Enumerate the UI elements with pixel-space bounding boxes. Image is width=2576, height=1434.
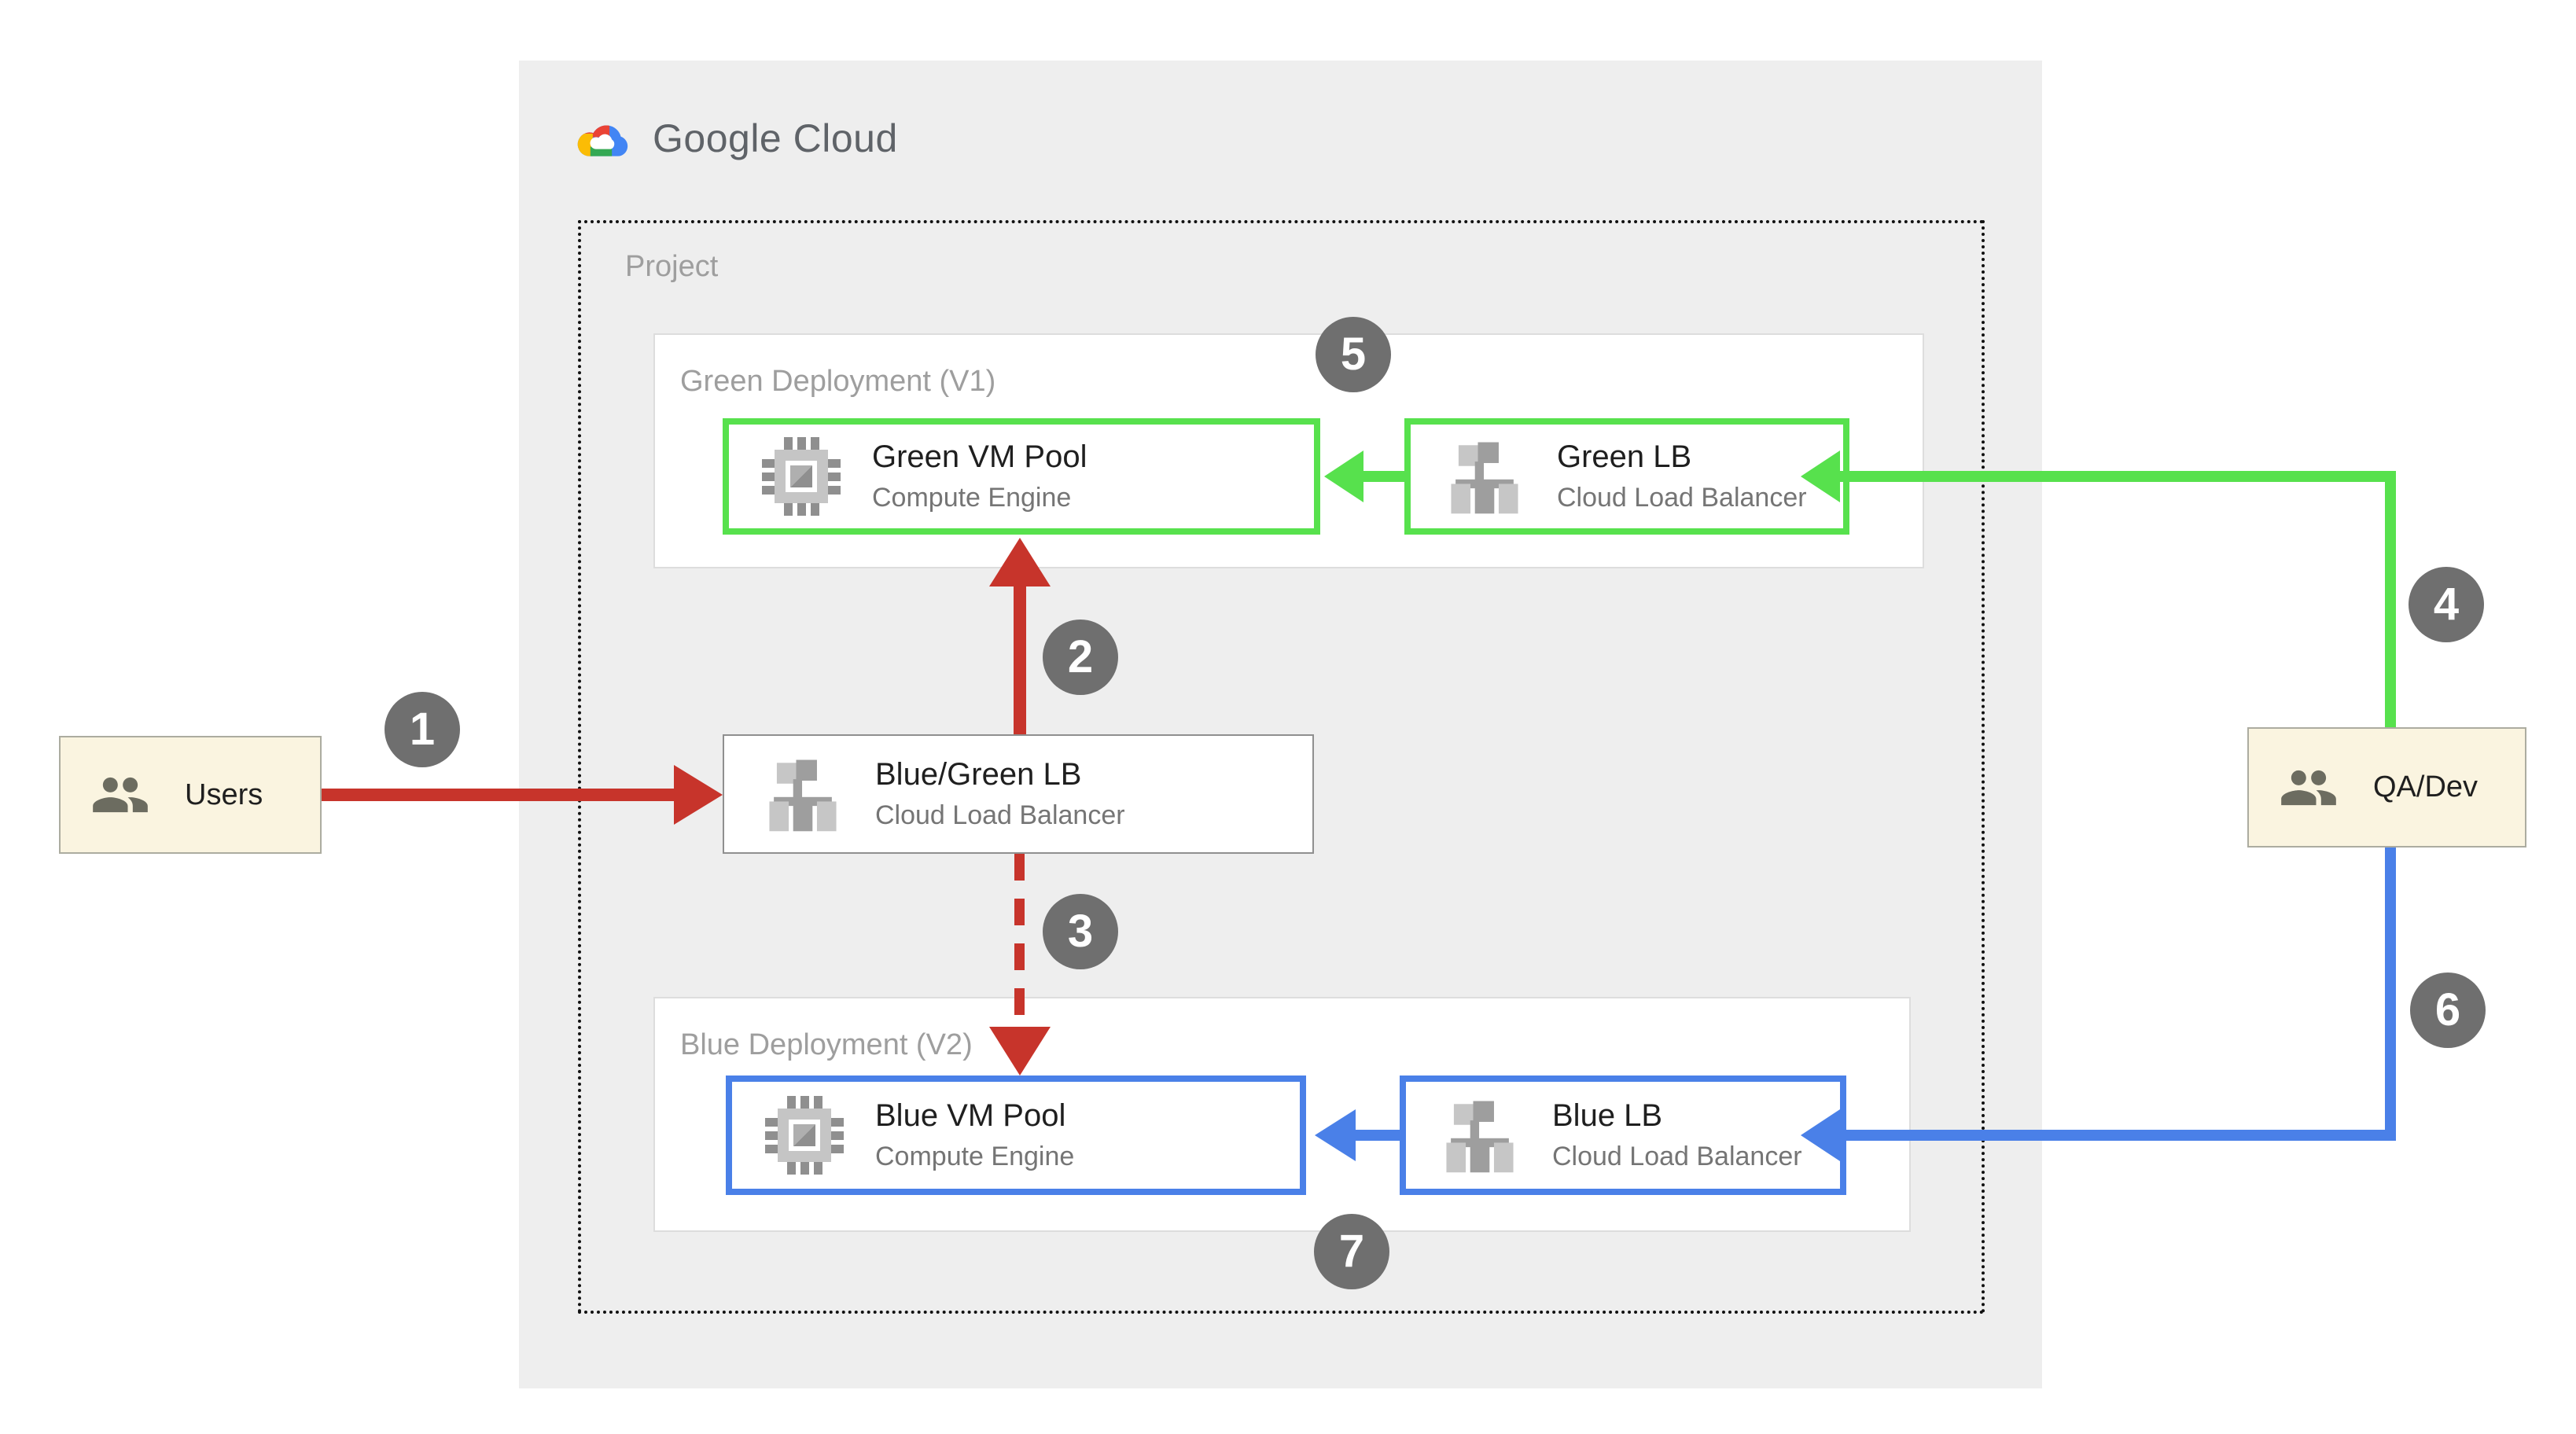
arrow-users-to-lb-head	[674, 765, 723, 825]
node-subtitle: Compute Engine	[875, 1142, 1075, 1171]
load-balancer-icon	[1446, 1101, 1514, 1173]
blue-lb-node: Blue LB Cloud Load Balancer	[1400, 1076, 1846, 1195]
project-box	[578, 220, 1985, 1314]
blue-green-lb-node: Blue/Green LB Cloud Load Balancer	[723, 734, 1314, 854]
arrow-green-lb-to-green-vm-shaft	[1362, 471, 1404, 482]
arrow-blue-lb-to-blue-vm-head	[1315, 1109, 1356, 1161]
users-icon	[93, 777, 148, 813]
arrow-lb-to-green-vm-shaft	[1014, 585, 1026, 734]
arrow-lb-to-green-vm-head	[989, 538, 1051, 586]
node-title: Blue VM Pool	[875, 1098, 1066, 1133]
node-subtitle: Cloud Load Balancer	[1552, 1142, 1802, 1171]
load-balancer-icon	[1451, 442, 1518, 514]
green-deployment-label: Green Deployment (V1)	[680, 365, 996, 398]
arrow-lb-to-blue-vm-dashed-shaft	[1014, 854, 1025, 1028]
line-qa-dev-to-green-lb-vertical	[2385, 471, 2396, 727]
arrow-lb-to-blue-vm-head	[989, 1027, 1051, 1076]
node-title: Green VM Pool	[872, 439, 1087, 474]
arrow-qa-dev-to-blue-lb-head	[1801, 1109, 1840, 1161]
google-cloud-brand: Google Cloud	[572, 108, 898, 168]
step-badge-5: 5	[1316, 317, 1391, 392]
qa-dev-node: QA/Dev	[2247, 727, 2526, 848]
green-lb-node: Green LB Cloud Load Balancer	[1404, 418, 1849, 535]
step-badge-6: 6	[2410, 973, 2486, 1048]
arrow-users-to-lb-shaft	[322, 789, 675, 801]
node-title: Blue/Green LB	[875, 757, 1082, 792]
users-icon	[2281, 770, 2336, 805]
step-badge-4: 4	[2409, 567, 2484, 642]
node-title: Blue LB	[1552, 1098, 1663, 1133]
line-qa-dev-to-blue-lb-vertical	[2385, 848, 2396, 1141]
qa-dev-label: QA/Dev	[2373, 770, 2478, 803]
step-badge-7: 7	[1314, 1214, 1389, 1289]
step-badge-2: 2	[1043, 620, 1118, 695]
node-subtitle: Cloud Load Balancer	[875, 800, 1125, 830]
node-subtitle: Compute Engine	[872, 483, 1072, 513]
google-cloud-logo-icon	[577, 125, 628, 156]
arrow-green-lb-to-green-vm-head	[1324, 450, 1363, 502]
users-node: Users	[59, 736, 322, 854]
blue-deployment-label: Blue Deployment (V2)	[680, 1028, 973, 1061]
arrow-qa-dev-to-green-lb-head	[1801, 450, 1840, 502]
project-label: Project	[625, 250, 719, 283]
compute-engine-icon	[762, 437, 841, 516]
line-qa-dev-to-green-lb-horizontal	[1838, 471, 2396, 482]
step-badge-1: 1	[385, 692, 460, 767]
line-qa-dev-to-blue-lb-horizontal	[1838, 1130, 2396, 1141]
users-label: Users	[185, 778, 263, 811]
green-vm-pool-node: Green VM Pool Compute Engine	[723, 418, 1320, 535]
node-title: Green LB	[1557, 439, 1692, 474]
compute-engine-icon	[765, 1096, 844, 1175]
brand-text: Google Cloud	[653, 116, 898, 160]
arrow-blue-lb-to-blue-vm-shaft	[1356, 1130, 1400, 1141]
blue-vm-pool-node: Blue VM Pool Compute Engine	[726, 1076, 1306, 1195]
step-badge-3: 3	[1043, 894, 1118, 969]
load-balancer-icon	[769, 759, 837, 832]
node-subtitle: Cloud Load Balancer	[1557, 483, 1807, 513]
